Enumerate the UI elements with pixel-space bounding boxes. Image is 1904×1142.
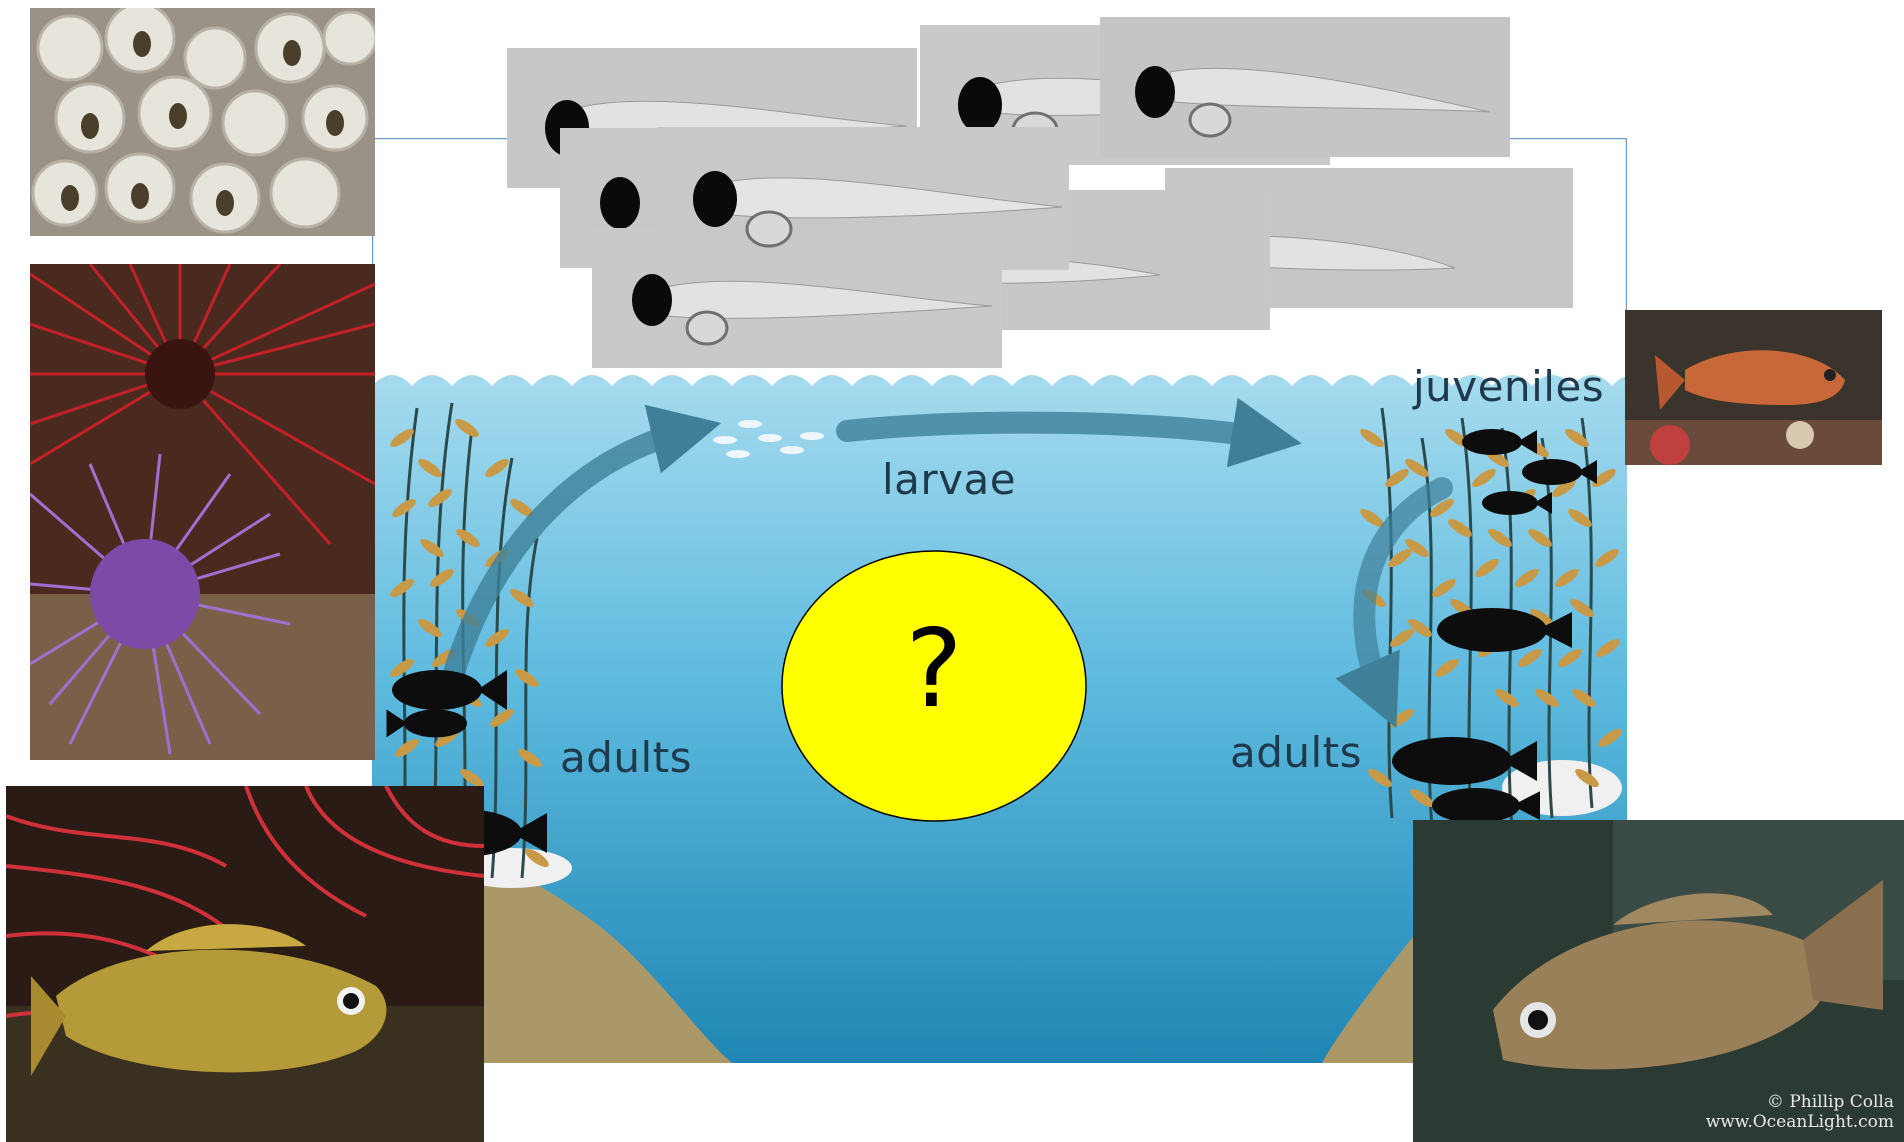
label-adults-left: adults	[560, 733, 692, 782]
sea-urchins-photo	[30, 264, 375, 760]
barnacles-photo	[30, 8, 375, 236]
label-juveniles: juveniles	[1413, 362, 1604, 411]
juvenile-rockfish-photo	[1625, 310, 1882, 465]
photo-credit: © Phillip Colla www.OceanLight.com	[1706, 1092, 1894, 1132]
label-adults-right: adults	[1230, 728, 1362, 777]
adult-rockfish-photo: © Phillip Colla www.OceanLight.com	[1413, 820, 1904, 1142]
credit-line-1: © Phillip Colla	[1706, 1092, 1894, 1112]
larval-fish-photo	[1100, 17, 1510, 157]
rockfish-photo	[6, 786, 484, 1142]
label-larvae: larvae	[882, 455, 1016, 504]
credit-line-2: www.OceanLight.com	[1706, 1112, 1894, 1132]
larval-fish-photo	[657, 127, 1069, 270]
question-mark: ?	[872, 610, 996, 730]
